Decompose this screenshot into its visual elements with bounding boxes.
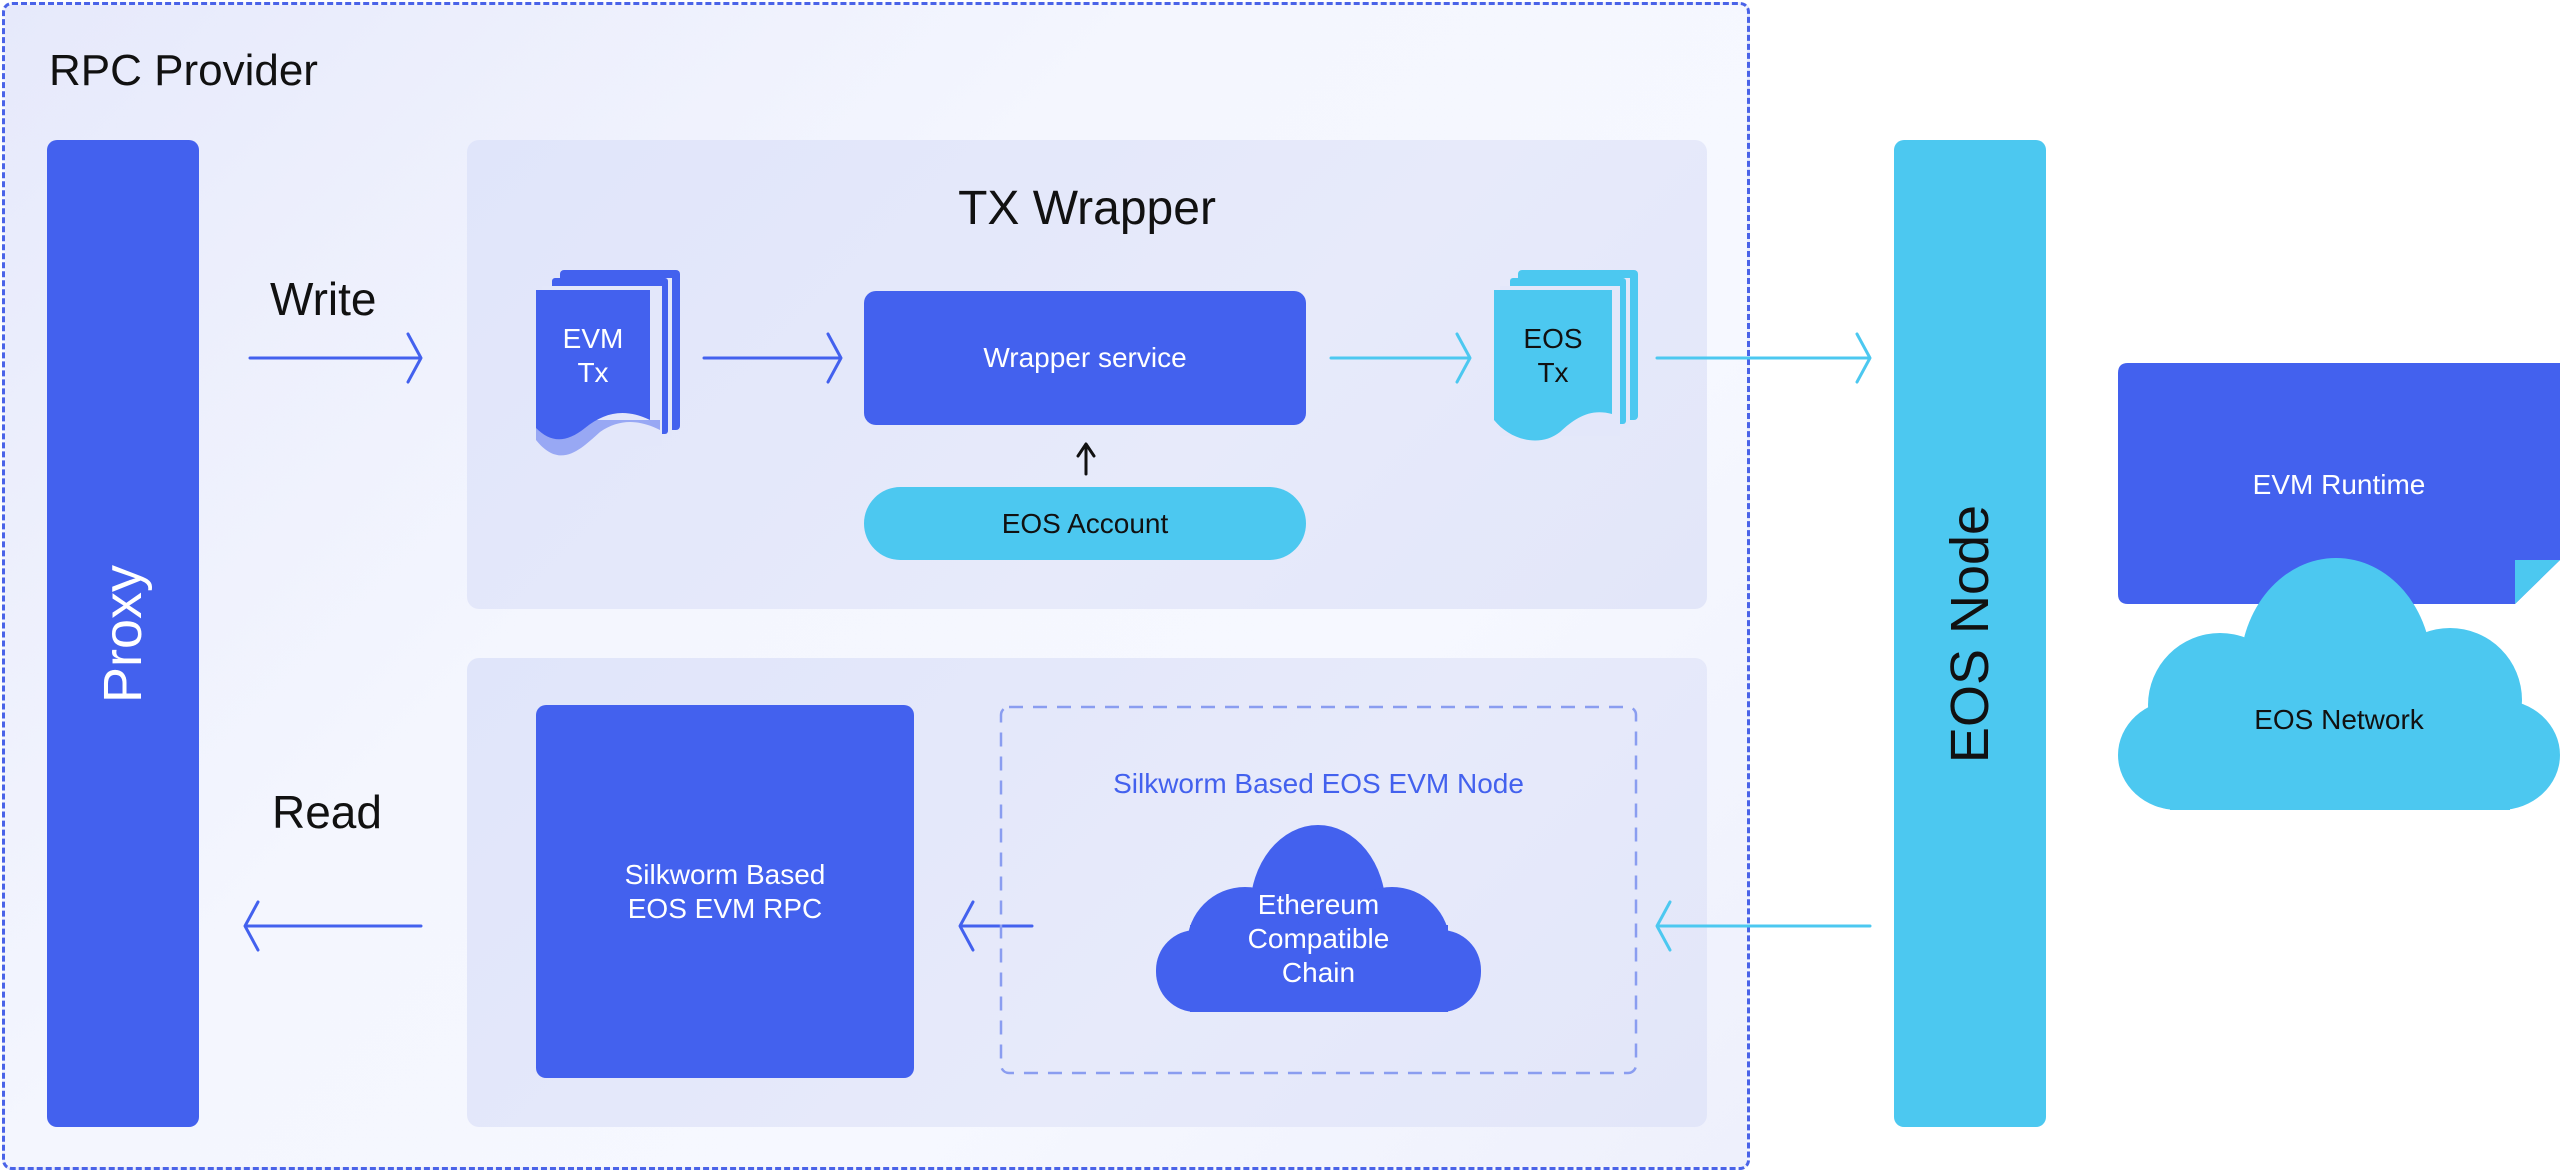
eos-node-label: EOS Node xyxy=(1940,504,2001,763)
tx-wrapper-title: TX Wrapper xyxy=(958,181,1216,235)
proxy-block: Proxy xyxy=(47,140,199,1127)
eos-account-label: EOS Account xyxy=(1001,507,1169,539)
eos-network-label: EOS Network xyxy=(2254,704,2424,735)
read-arrow xyxy=(243,900,423,952)
account-to-wrapper-arrow xyxy=(1076,442,1096,476)
eos-tx-line2: Tx xyxy=(1537,357,1569,388)
chain-line3: Chain xyxy=(1281,957,1356,988)
node-to-evm-node-arrow xyxy=(1655,900,1872,952)
evm-node-box xyxy=(999,705,1638,1075)
ethereum-chain-label: Ethereum Compatible Chain xyxy=(1156,888,1481,990)
rpc-provider-title: RPC Provider xyxy=(49,46,318,95)
wrapper-to-eos-tx-arrow xyxy=(1329,332,1472,384)
chain-line1: Ethereum xyxy=(1257,889,1380,920)
silkworm-rpc-box: Silkworm Based EOS EVM RPC xyxy=(536,705,914,1078)
evm-runtime-card xyxy=(2118,363,2560,604)
evm-tx-line2: Tx xyxy=(577,357,609,388)
eos-tx-line1: EOS xyxy=(1523,323,1583,354)
wrapper-service-label: Wrapper service xyxy=(983,342,1187,373)
eos-node-block: EOS Node xyxy=(1894,140,2046,1127)
eos-network-cloud-icon xyxy=(2118,558,2560,810)
eos-tx-document-icon xyxy=(1494,270,1638,441)
write-label: Write xyxy=(270,273,377,325)
ethereum-chain-cloud-icon xyxy=(1156,825,1481,1012)
rpc-line2: EOS EVM RPC xyxy=(627,892,823,924)
eos-tx-to-node-arrow xyxy=(1655,332,1872,384)
evm-tx-line1: EVM xyxy=(562,323,624,354)
eos-tx-label: EOS Tx xyxy=(1494,322,1612,390)
evm-runtime-label: EVM Runtime xyxy=(2252,469,2426,500)
rpc-line1: Silkworm Based xyxy=(624,858,826,890)
evm-node-title: Silkworm Based EOS EVM Node xyxy=(1113,768,1524,799)
wrapper-service-box: Wrapper service xyxy=(864,291,1306,425)
chain-line2: Compatible xyxy=(1247,923,1390,954)
evm-to-wrapper-arrow xyxy=(702,332,843,384)
write-arrow xyxy=(248,332,423,384)
read-label: Read xyxy=(272,786,382,838)
evm-node-to-rpc-arrow xyxy=(958,900,1034,952)
evm-tx-label: EVM Tx xyxy=(536,322,650,390)
eos-account-pill: EOS Account xyxy=(864,487,1306,560)
evm-tx-document-icon xyxy=(536,270,680,456)
